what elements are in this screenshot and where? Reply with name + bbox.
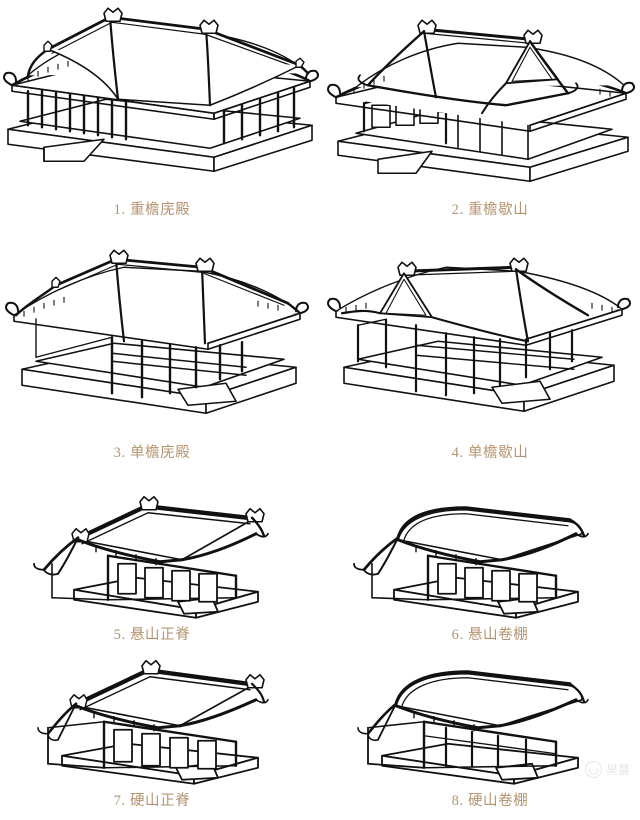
figure-caption: 3. 单檐庑殿: [113, 444, 191, 461]
illustration-chongyan-wudian: [0, 0, 320, 203]
figure-caption: 8. 硬山卷棚: [451, 792, 529, 809]
figure-xuanshan-zhengji: 5. 悬山正脊: [0, 490, 320, 660]
figure-caption: 1. 重檐庑殿: [113, 201, 191, 218]
illustration-yingshan-juanpeng: [320, 660, 640, 794]
figure-caption: 2. 重檐歇山: [451, 201, 529, 218]
illustration-xuanshan-juanpeng: [320, 490, 640, 628]
figure-chongyan-xieshan: 2. 重檐歇山: [320, 0, 640, 235]
figure-caption: 5. 悬山正脊: [113, 626, 191, 643]
figure-caption: 7. 硬山正脊: [113, 792, 191, 809]
illustration-danyan-wudian: [0, 235, 320, 446]
figure-danyan-wudian: 3. 单檐庑殿: [0, 235, 320, 490]
figure-yingshan-juanpeng: 8. 硬山卷棚: [320, 660, 640, 820]
figure-caption: 6. 悬山卷棚: [451, 626, 529, 643]
figure-caption: 4. 单檐歇山: [451, 444, 529, 461]
figure-yingshan-zhengji: 7. 硬山正脊: [0, 660, 320, 820]
figure-chongyan-wudian: 1. 重檐庑殿: [0, 0, 320, 235]
illustration-chongyan-xieshan: [320, 0, 640, 203]
figure-xuanshan-juanpeng: 6. 悬山卷棚: [320, 490, 640, 660]
illustration-yingshan-zhengji: [0, 660, 320, 794]
illustration-danyan-xieshan: [320, 235, 640, 446]
figure-danyan-xieshan: 4. 单檐歇山: [320, 235, 640, 490]
illustration-xuanshan-zhengji: [0, 490, 320, 628]
